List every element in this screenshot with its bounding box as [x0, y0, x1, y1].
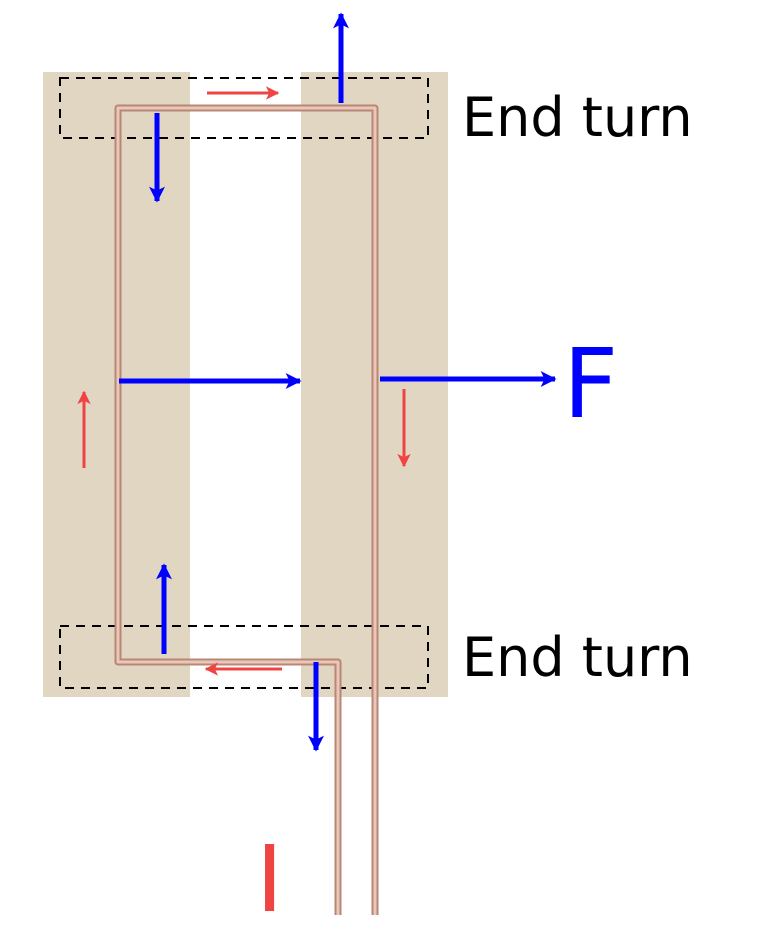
- force-arrows: [119, 12, 557, 752]
- bottom-end-turn-box: [59, 625, 429, 689]
- end-turn-top-label: End turn: [462, 86, 693, 149]
- top-end-turn-box: [59, 77, 429, 139]
- force-label: F: [563, 328, 618, 440]
- current-arrows: [77, 86, 411, 676]
- end-turn-bottom-label: End turn: [462, 626, 693, 689]
- current-label: I: [256, 826, 283, 928]
- coil-conductor: [114, 104, 379, 915]
